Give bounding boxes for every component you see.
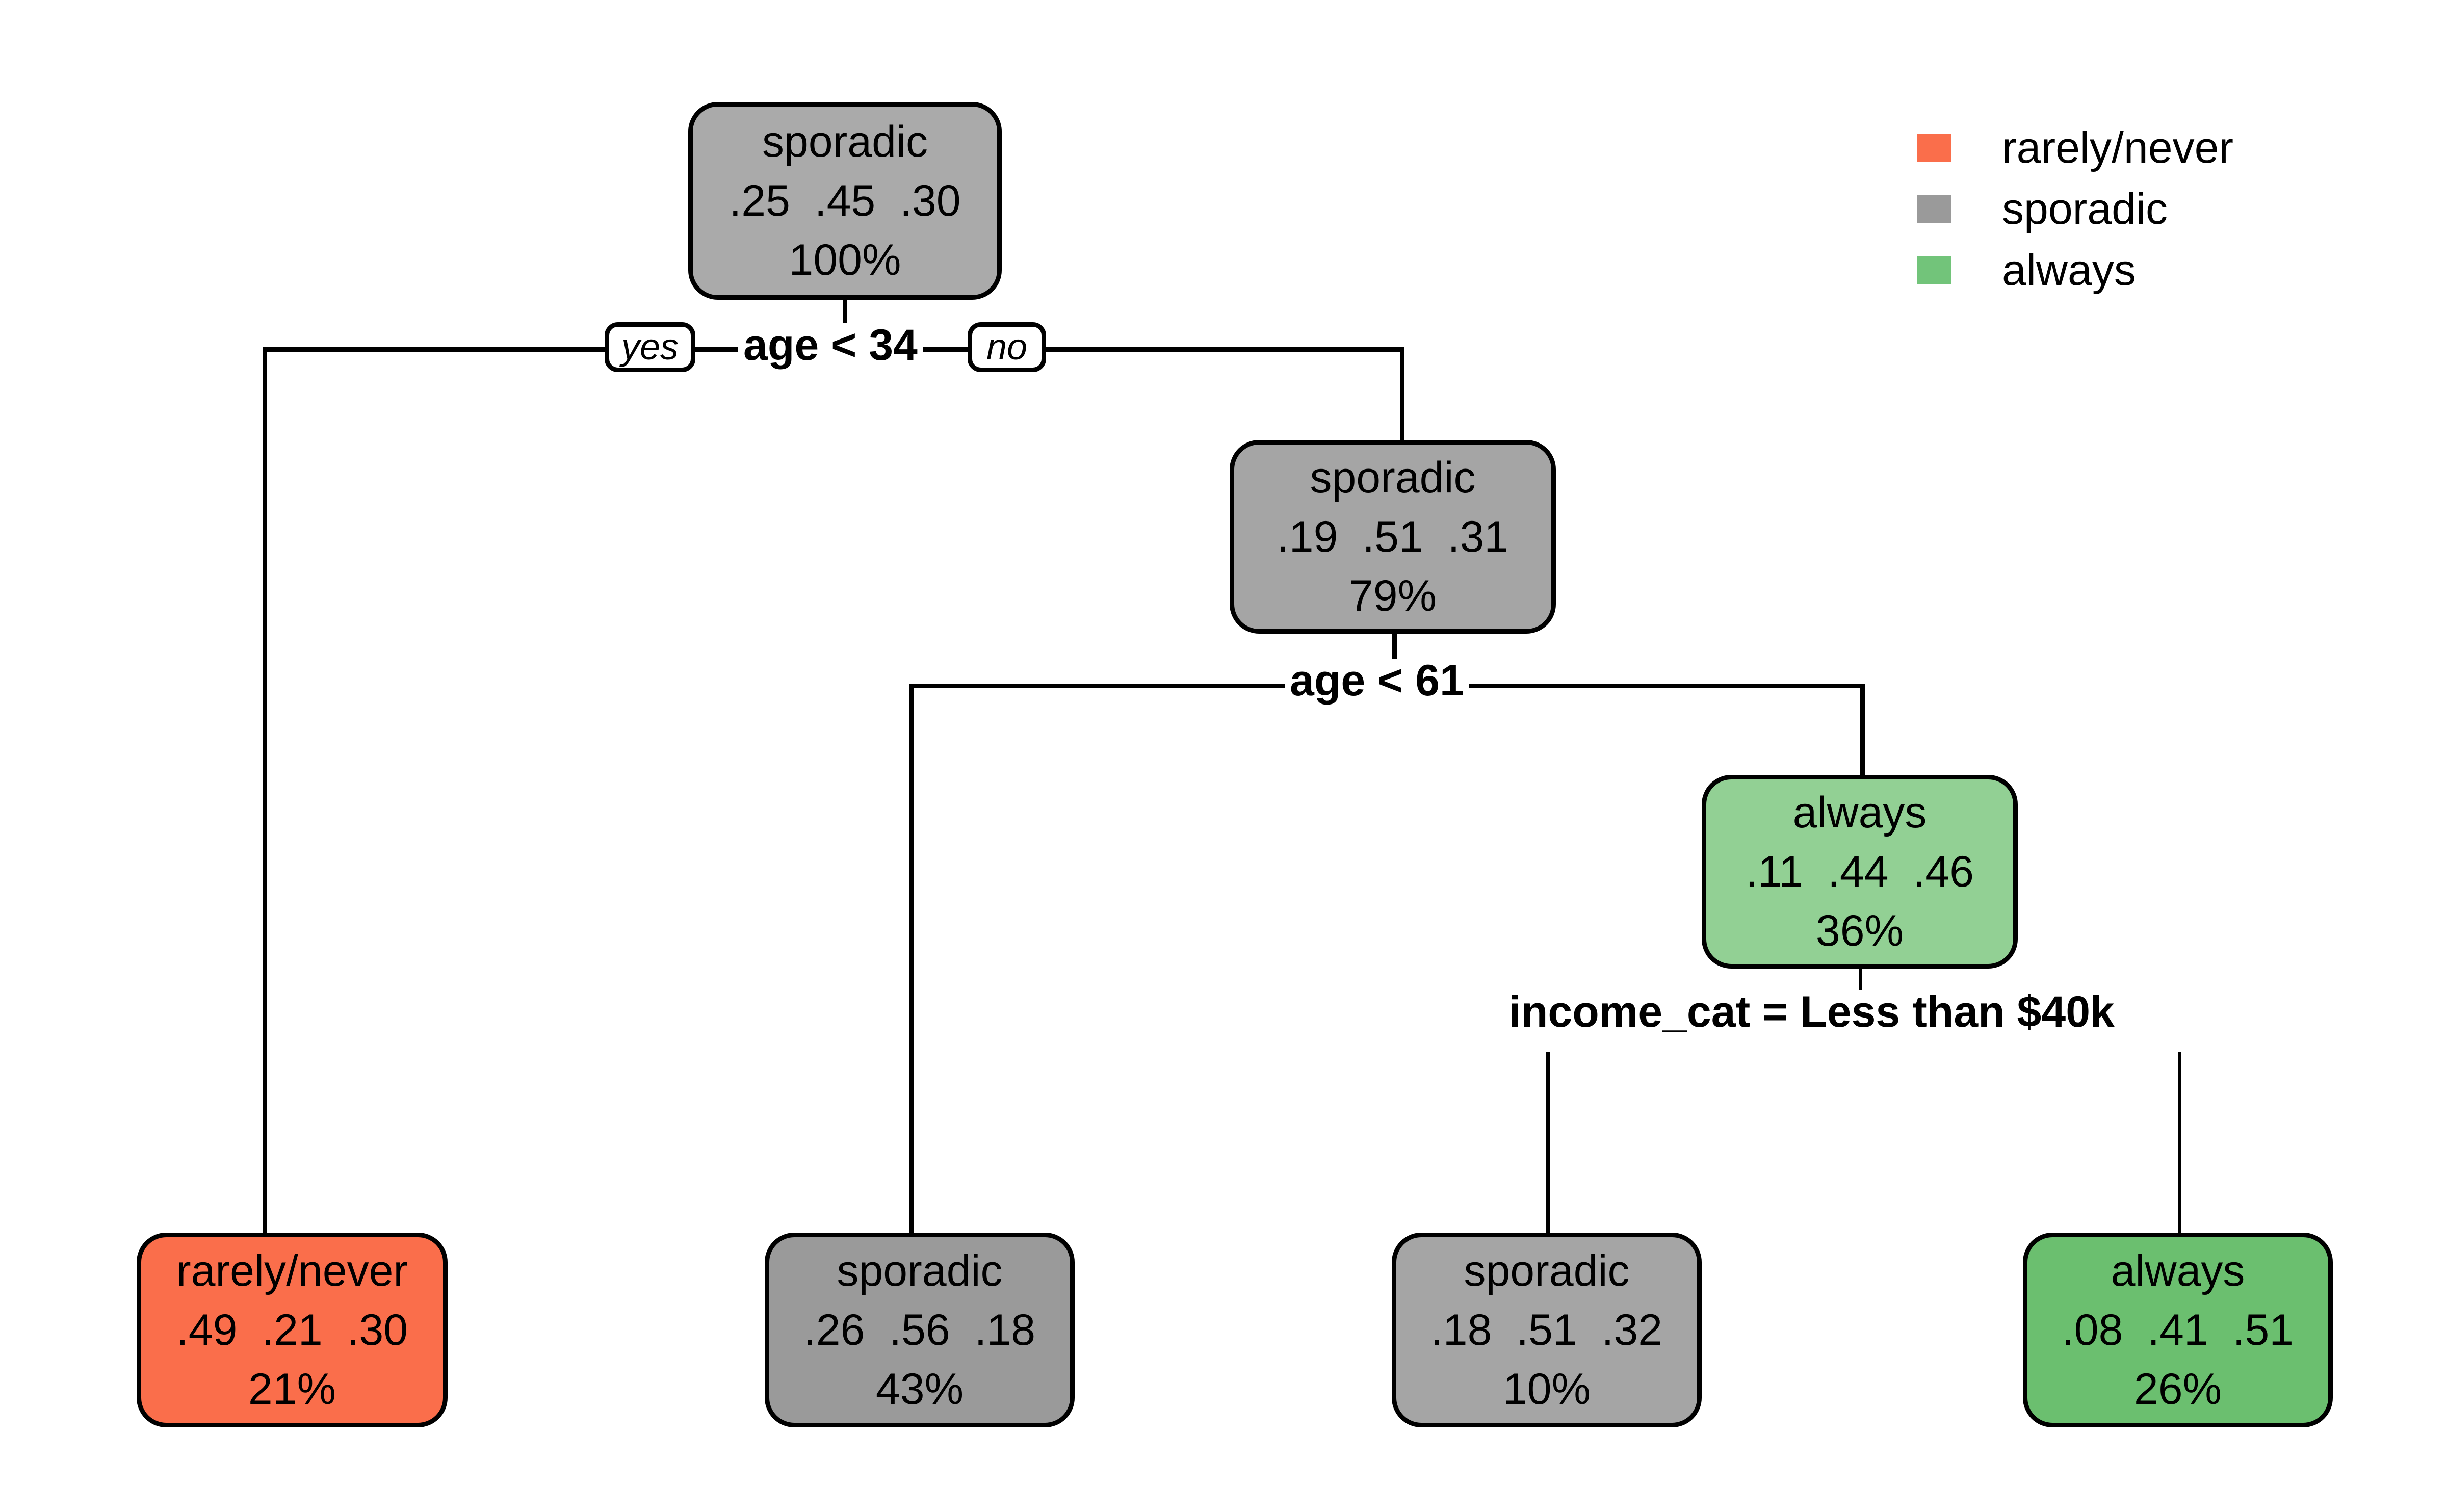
node-percentage: 21% bbox=[248, 1365, 336, 1414]
node-probabilities: .08 .41 .51 bbox=[2062, 1306, 2294, 1354]
node-class-label: always bbox=[1792, 788, 1927, 837]
edge-split2-left-vertical bbox=[909, 684, 914, 1234]
node-probabilities: .19 .51 .31 bbox=[1277, 512, 1509, 561]
node-class-label: sporadic bbox=[1310, 453, 1476, 502]
edge-split2-right-vertical bbox=[1860, 684, 1865, 776]
split3-label: income_cat = Less than $40k bbox=[1504, 990, 2120, 1034]
split1-label: age < 34 bbox=[738, 323, 923, 367]
node-percentage: 26% bbox=[2133, 1365, 2222, 1414]
tree-leaf-sporadic-43[interactable]: sporadic .26 .56 .18 43% bbox=[765, 1233, 1075, 1427]
legend-item-rarely-never: rarely/never bbox=[1917, 117, 2233, 178]
node-percentage: 43% bbox=[875, 1365, 964, 1414]
node-class-label: always bbox=[2111, 1246, 2245, 1295]
legend-label-always: always bbox=[2002, 246, 2136, 295]
tree-leaf-always-26[interactable]: always .08 .41 .51 26% bbox=[2023, 1233, 2333, 1427]
tree-node-always-36[interactable]: always .11 .44 .46 36% bbox=[1702, 775, 2018, 969]
edge-split3-right-vertical bbox=[2178, 1052, 2181, 1235]
node-percentage: 100% bbox=[789, 236, 901, 284]
split1-no-label: no bbox=[986, 327, 1028, 368]
split1-no-pill[interactable]: no bbox=[968, 322, 1046, 372]
node-class-label: rarely/never bbox=[176, 1246, 408, 1295]
edge-split1-left-vertical bbox=[263, 347, 267, 1234]
legend-label-sporadic: sporadic bbox=[2002, 185, 2168, 233]
legend-swatch-rarely-never bbox=[1917, 134, 1951, 162]
node-class-label: sporadic bbox=[837, 1246, 1003, 1295]
legend-item-always: always bbox=[1917, 240, 2233, 301]
tree-leaf-sporadic-10[interactable]: sporadic .18 .51 .32 10% bbox=[1392, 1233, 1702, 1427]
legend-swatch-sporadic bbox=[1917, 195, 1951, 223]
node-percentage: 79% bbox=[1348, 571, 1437, 620]
node-probabilities: .25 .45 .30 bbox=[729, 176, 961, 225]
node-class-label: sporadic bbox=[1464, 1246, 1630, 1295]
edge-split3-left-vertical bbox=[1546, 1052, 1550, 1235]
node-probabilities: .26 .56 .18 bbox=[803, 1306, 1036, 1354]
split1-yes-label: yes bbox=[621, 327, 679, 368]
node-percentage: 10% bbox=[1502, 1365, 1591, 1414]
split1-yes-pill[interactable]: yes bbox=[605, 322, 695, 372]
edge-always-stem bbox=[1859, 969, 1862, 1006]
tree-node-root[interactable]: sporadic .25 .45 .30 100% bbox=[688, 102, 1002, 300]
node-probabilities: .18 .51 .32 bbox=[1430, 1306, 1663, 1354]
node-probabilities: .49 .21 .30 bbox=[176, 1306, 408, 1354]
node-class-label: sporadic bbox=[762, 117, 928, 166]
legend-swatch-always bbox=[1917, 256, 1951, 284]
node-probabilities: .11 .44 .46 bbox=[1746, 847, 1974, 896]
tree-leaf-rarely-never-21[interactable]: rarely/never .49 .21 .30 21% bbox=[137, 1233, 448, 1427]
node-percentage: 36% bbox=[1815, 906, 1904, 955]
legend: rarely/never sporadic always bbox=[1917, 117, 2233, 301]
tree-node-sporadic-79[interactable]: sporadic .19 .51 .31 79% bbox=[1230, 440, 1556, 634]
split2-label: age < 61 bbox=[1285, 659, 1469, 702]
legend-item-sporadic: sporadic bbox=[1917, 178, 2233, 240]
edge-split1-right-vertical bbox=[1400, 347, 1404, 442]
legend-label-rarely-never: rarely/never bbox=[2002, 123, 2234, 172]
